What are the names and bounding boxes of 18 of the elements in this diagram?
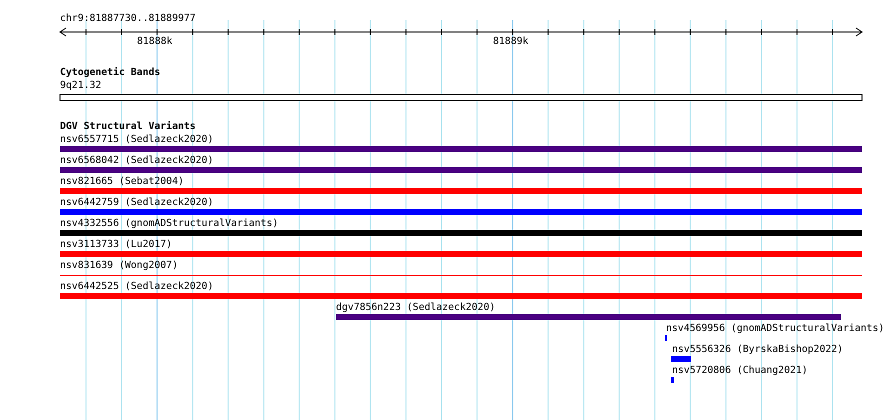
band-label: 9q21.32	[60, 80, 102, 92]
feature-label: nsv831639 (Wong2007)	[60, 260, 178, 272]
tick-label: 81889k	[493, 36, 528, 48]
feature-label: nsv6442525 (Sedlazeck2020)	[60, 281, 214, 293]
feature-label: nsv821665 (Sebat2004)	[60, 176, 184, 188]
feature-label: nsv6568042 (Sedlazeck2020)	[60, 155, 214, 167]
track-title: DGV Structural Variants	[60, 121, 196, 133]
feature-label: nsv6557715 (Sedlazeck2020)	[60, 134, 214, 146]
feature-label: nsv4332556 (gnomADStructuralVariants)	[60, 218, 278, 230]
feature-label: nsv3113733 (Lu2017)	[60, 239, 172, 251]
feature-label: nsv4569956 (gnomADStructuralVariants)	[666, 323, 884, 335]
feature-label: dgv7856n223 (Sedlazeck2020)	[336, 302, 496, 314]
feature-label: nsv5556326 (ByrskaBishop2022)	[672, 344, 844, 356]
feature-label: nsv6442759 (Sedlazeck2020)	[60, 197, 214, 209]
feature-label: nsv5720806 (Chuang2021)	[672, 365, 808, 377]
tick-label: 81888k	[137, 36, 172, 48]
region-label: chr9:81887730..81889977	[60, 13, 196, 25]
track-title: Cytogenetic Bands	[60, 67, 160, 79]
